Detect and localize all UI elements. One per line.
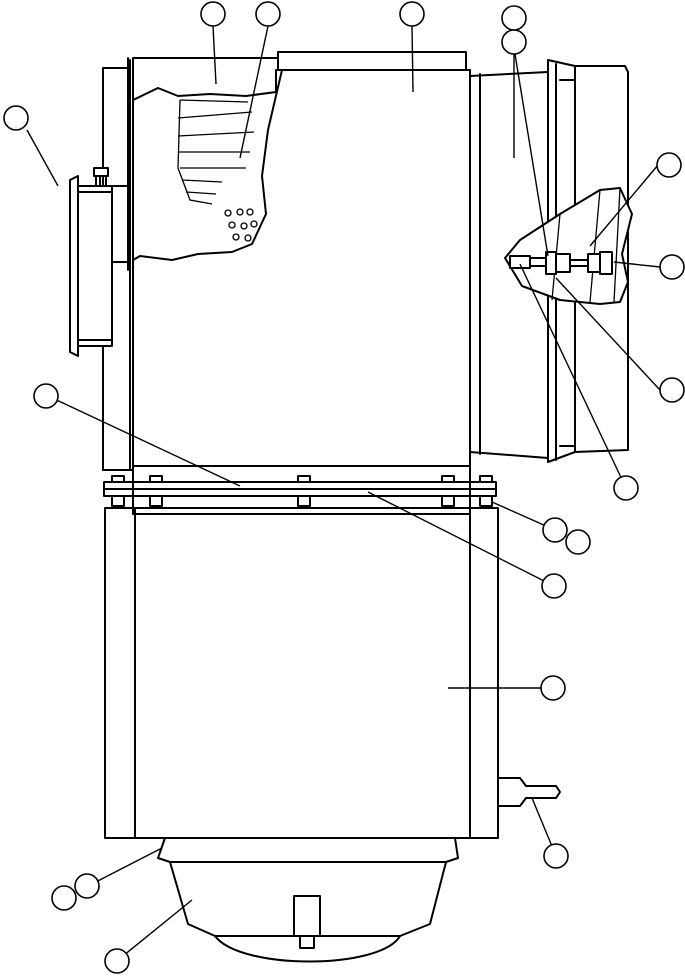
cutaway-filter-section	[132, 69, 283, 261]
callout-12	[542, 517, 568, 543]
callout-18	[51, 885, 77, 911]
outlet-cylinder	[469, 59, 633, 463]
callout-2	[255, 1, 281, 27]
band-bolts	[111, 475, 493, 507]
dust-cup	[157, 837, 459, 963]
callout-1	[200, 1, 226, 27]
clamp-band	[103, 475, 497, 507]
callout-19	[104, 948, 130, 974]
callout-13	[565, 529, 591, 555]
callout-9	[659, 377, 685, 403]
callout-15	[540, 675, 566, 701]
inlet-flange	[69, 167, 129, 357]
callout-10	[613, 475, 639, 501]
callout-14	[541, 573, 567, 599]
callout-11	[33, 383, 59, 409]
callout-5	[501, 29, 527, 55]
callout-8	[659, 254, 685, 280]
perforation-holes	[224, 208, 258, 242]
callout-6	[3, 105, 29, 131]
callout-3	[399, 1, 425, 27]
callout-16	[543, 843, 569, 869]
callout-4	[501, 5, 527, 31]
callout-17	[74, 873, 100, 899]
lower-housing	[104, 465, 561, 839]
callouts	[3, 1, 685, 974]
callout-7	[656, 152, 682, 178]
